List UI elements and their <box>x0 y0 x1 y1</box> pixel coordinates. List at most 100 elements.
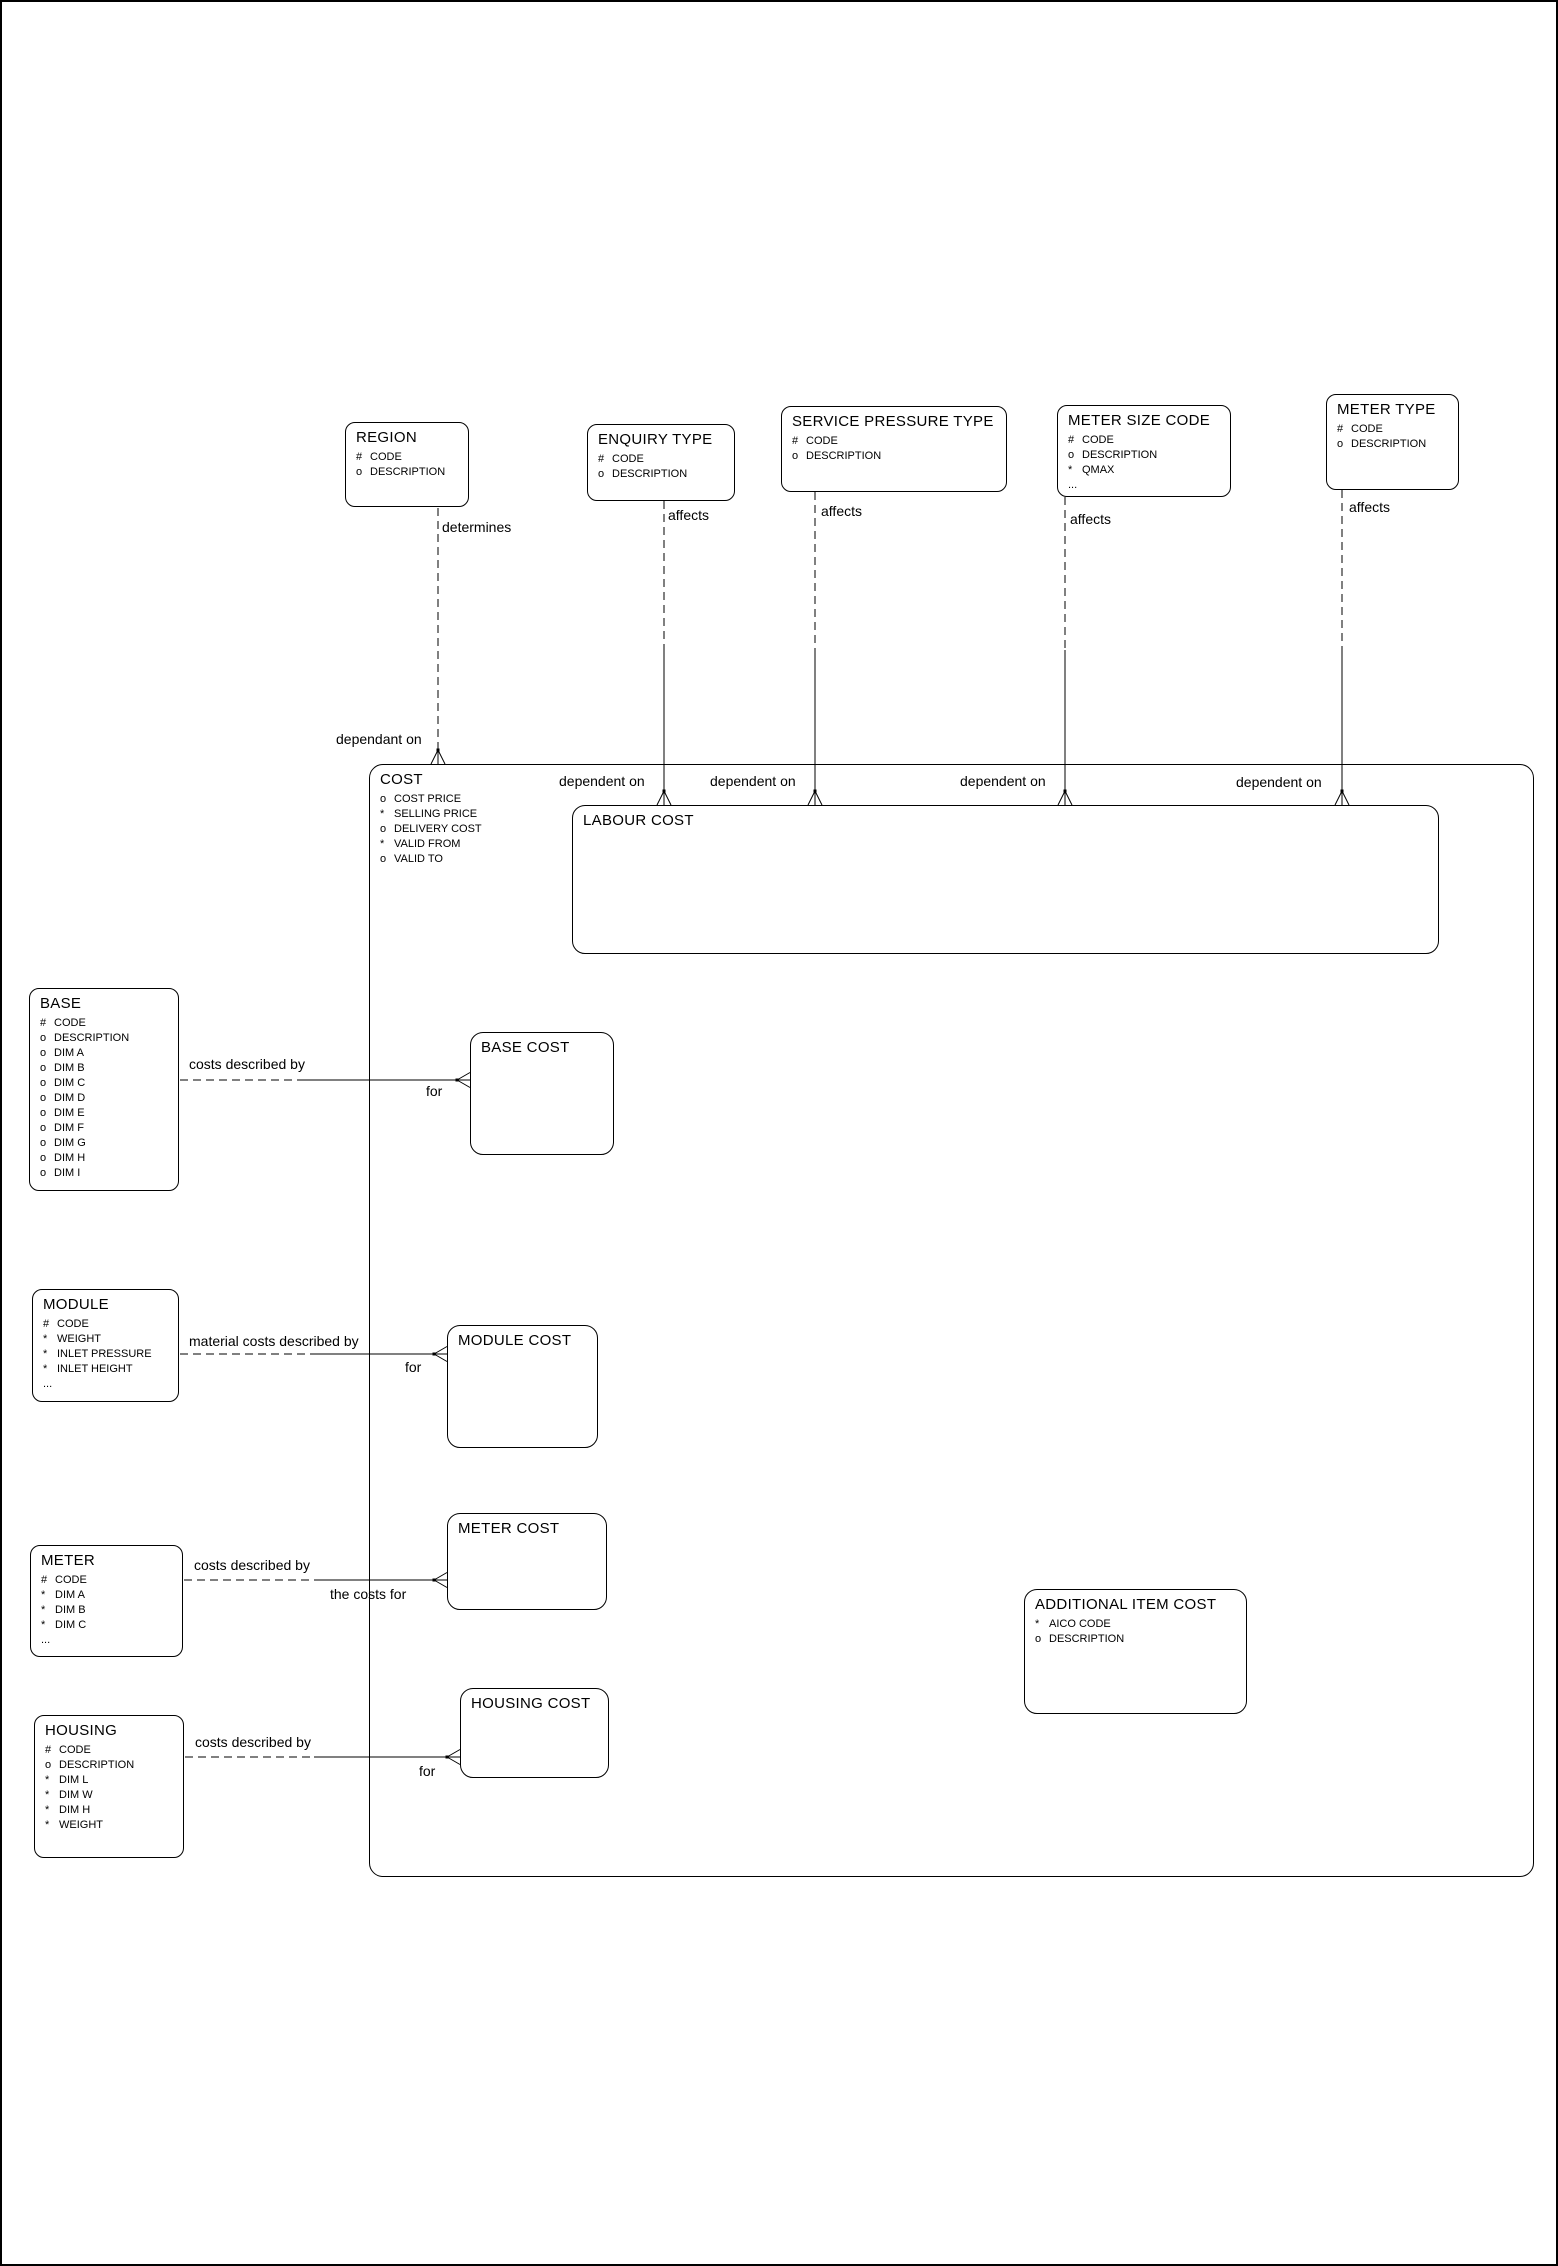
relationship-label-affects-enquiry: affects <box>668 507 709 523</box>
relationship-label-the-costs-for: the costs for <box>330 1586 407 1602</box>
entity-title: METER COST <box>458 1520 560 1537</box>
relationship-line-meter-type-labour-cost <box>1334 490 1350 806</box>
attribute-row: #CODE <box>40 1017 86 1029</box>
attribute-row: ... <box>1068 479 1078 491</box>
entity-title: METER SIZE CODE <box>1068 412 1211 429</box>
attribute-row: *DIM H <box>45 1804 91 1816</box>
attribute-row: ... <box>43 1378 53 1390</box>
entity-title: BASE COST <box>481 1039 570 1056</box>
attribute-row: *INLET PRESSURE <box>43 1348 152 1360</box>
entity-title: METER TYPE <box>1337 401 1436 418</box>
entity-housing-cost[interactable]: HOUSING COST <box>460 1688 609 1778</box>
attribute-row: #CODE <box>1337 423 1383 435</box>
entity-module-cost[interactable]: MODULE COST <box>447 1325 598 1448</box>
attribute-row: *DIM A <box>41 1589 85 1601</box>
relationship-label-dependant-on: dependant on <box>336 731 422 747</box>
attribute-row: *DIM B <box>41 1604 86 1616</box>
attribute-row: #CODE <box>792 435 838 447</box>
attribute-row: *VALID FROM <box>380 838 461 850</box>
entity-title: ADDITIONAL ITEM COST <box>1035 1596 1217 1613</box>
attribute-row: *QMAX <box>1068 464 1115 476</box>
relationship-line-housing-housing-cost <box>185 1749 461 1765</box>
entity-title: BASE <box>40 995 82 1012</box>
attribute-row: *DIM L <box>45 1774 89 1786</box>
attribute-row: #CODE <box>41 1574 87 1586</box>
entity-attributes: #CODE*WEIGHT*INLET PRESSURE*INLET HEIGHT… <box>43 1317 170 1392</box>
attribute-row: *WEIGHT <box>43 1333 101 1345</box>
relationship-label-material-costs-described-by: material costs described by <box>189 1333 359 1349</box>
entity-title: HOUSING <box>45 1722 118 1739</box>
entity-base-cost[interactable]: BASE COST <box>470 1032 614 1155</box>
relationship-label-for-module: for <box>405 1359 422 1375</box>
entity-title: REGION <box>356 429 417 446</box>
relationship-label-affects-service-pressure: affects <box>821 503 862 519</box>
relationship-line-service-pressure-type-labour-cost <box>807 492 823 806</box>
relationship-line-module-module-cost <box>180 1346 448 1362</box>
relationship-line-meter-meter-cost <box>184 1572 448 1588</box>
attribute-row: *AICO CODE <box>1035 1618 1111 1630</box>
relationship-line-enquiry-type-labour-cost <box>656 501 672 806</box>
attribute-row: *DIM W <box>45 1789 93 1801</box>
entity-attributes: #CODE*DIM A*DIM B*DIM C... <box>41 1573 174 1648</box>
attribute-row: #CODE <box>43 1318 89 1330</box>
relationship-label-costs-described-by-housing: costs described by <box>195 1734 311 1750</box>
relationship-label-dependent-on-enquiry: dependent on <box>559 773 645 789</box>
entity-title: HOUSING COST <box>471 1695 591 1712</box>
relationship-label-costs-described-by-base: costs described by <box>189 1056 305 1072</box>
attribute-row: *SELLING PRICE <box>380 808 478 820</box>
relationship-label-dependent-on-service-pressure: dependent on <box>710 773 796 789</box>
entity-meter-cost[interactable]: METER COST <box>447 1513 607 1610</box>
relationship-label-affects-meter-type: affects <box>1349 499 1390 515</box>
attribute-row: #CODE <box>356 451 402 463</box>
relationship-line-base-base-cost <box>180 1072 471 1088</box>
entity-title: COST <box>380 771 423 788</box>
entity-labour-cost[interactable]: LABOUR COST <box>572 805 1439 954</box>
attribute-row: *WEIGHT <box>45 1819 103 1831</box>
relationship-label-costs-described-by-meter: costs described by <box>194 1557 310 1573</box>
relationship-label-affects-meter-size: affects <box>1070 511 1111 527</box>
relationship-line-region-cost <box>430 508 446 765</box>
attribute-row: #CODE <box>598 453 644 465</box>
entity-meter[interactable]: METER #CODE*DIM A*DIM B*DIM C... <box>30 1545 183 1657</box>
entity-title: SERVICE PRESSURE TYPE <box>792 413 994 430</box>
relationship-label-dependent-on-meter-size: dependent on <box>960 773 1046 789</box>
relationship-label-for-base: for <box>426 1083 443 1099</box>
entity-module[interactable]: MODULE #CODE*WEIGHT*INLET PRESSURE*INLET… <box>32 1289 179 1402</box>
attribute-row: ... <box>41 1634 51 1646</box>
relationship-label-for-housing: for <box>419 1763 436 1779</box>
